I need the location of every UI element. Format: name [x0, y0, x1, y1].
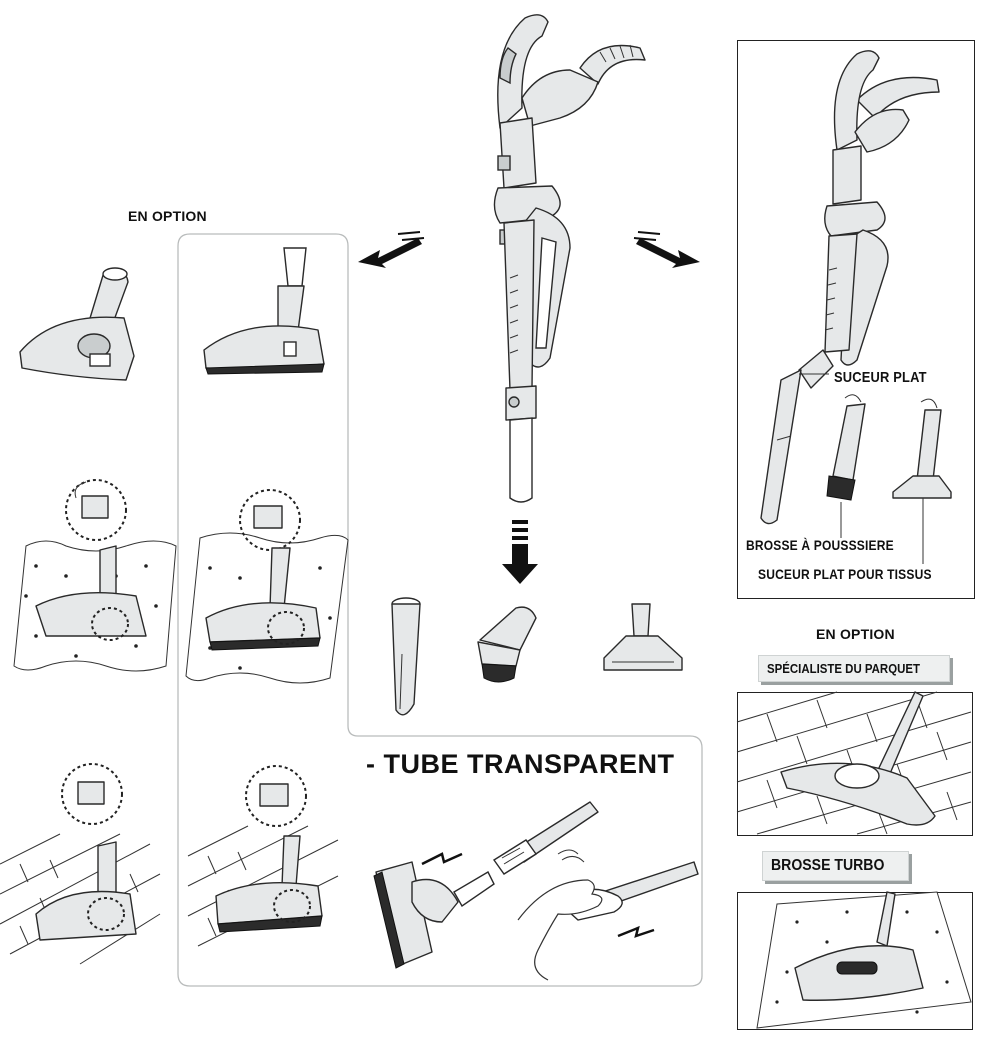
turbo-brush-illustration — [756, 891, 972, 1029]
hand-cleaning-illustration — [517, 849, 699, 981]
dust-brush-illustration — [477, 606, 537, 683]
standard-brush-carpet-illustration — [185, 489, 349, 684]
vacuum-wand-illustration — [493, 14, 646, 503]
floor-brush-tile-illustration — [0, 763, 161, 965]
suceur-plat-label: SUCEUR PLAT — [834, 369, 927, 386]
floor-brush-carpet-illustration — [13, 479, 177, 672]
parquet-brush-illustration — [736, 691, 972, 835]
arrow-down-icon — [502, 520, 538, 584]
upholstery-tool-illustration — [603, 603, 683, 671]
specialiste-parquet-label: SPÉCIALISTE DU PARQUET — [767, 661, 920, 676]
suceur-tissus-label: SUCEUR PLAT POUR TISSUS — [758, 566, 932, 582]
crevice-tool-illustration — [391, 597, 421, 716]
standard-brush-tile-illustration — [187, 765, 339, 947]
brosse-poussiere-label: BROSSE À POUSSSIERE — [746, 537, 894, 553]
tube-transparent-title: - TUBE TRANSPARENT — [366, 749, 675, 779]
standard-brush-illustration — [203, 247, 325, 375]
wand-with-accessories-illustration — [760, 50, 952, 564]
arrow-right-down-icon — [633, 231, 700, 268]
specialiste-parquet-tag: SPÉCIALISTE DU PARQUET — [758, 655, 950, 682]
transparent-tube-illustration — [492, 801, 599, 875]
arrow-left-down-icon — [358, 231, 425, 268]
en-option-label-right: EN OPTION — [816, 626, 895, 642]
floor-brush-illustration — [19, 267, 135, 381]
brosse-turbo-tag: BROSSE TURBO — [762, 851, 909, 881]
en-option-label-left: EN OPTION — [128, 208, 207, 224]
brosse-turbo-label: BROSSE TURBO — [771, 857, 885, 874]
brush-detach-illustration — [373, 852, 495, 969]
